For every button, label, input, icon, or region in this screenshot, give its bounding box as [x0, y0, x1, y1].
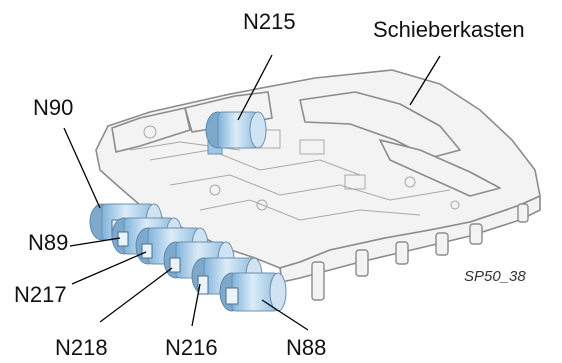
- leader-n216: [192, 284, 200, 326]
- label-n218: N218: [55, 337, 108, 359]
- label-n90: N90: [33, 97, 73, 119]
- solenoid-n215: [206, 112, 266, 154]
- label-n216: N216: [165, 337, 218, 359]
- solenoid-n88: [220, 273, 286, 311]
- label-schieberkasten: Schieberkasten: [373, 19, 525, 41]
- leader-n217: [72, 252, 146, 284]
- leader-n88: [262, 300, 308, 330]
- figure-code: SP50_38: [464, 269, 526, 284]
- label-n217: N217: [14, 284, 67, 306]
- label-n215: N215: [243, 11, 296, 33]
- label-n89: N89: [28, 232, 68, 254]
- label-n88: N88: [286, 337, 326, 359]
- leader-n218: [100, 268, 172, 322]
- leader-n90: [64, 128, 100, 208]
